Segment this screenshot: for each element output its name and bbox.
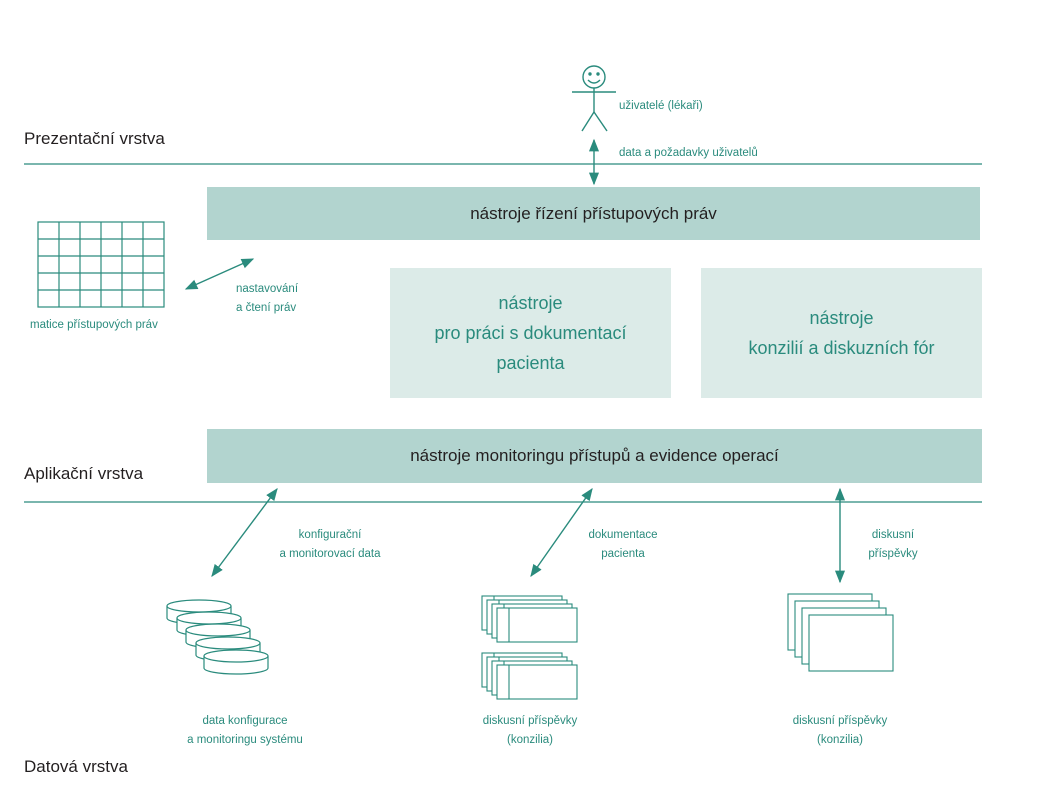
consilium-tools-box: nástroje konzilií a diskuzních fór [701, 268, 982, 398]
posts-store-label-b: diskusní příspěvky (konzilia) [770, 712, 910, 750]
config-arrow-label-line-2: a monitorovací data [279, 548, 381, 560]
discussion-arrow-label-line-1: diskusní [871, 529, 915, 541]
matrix-arrow-label-line-2: a čtení práv [236, 302, 297, 314]
documentation-arrow-label-line-1: dokumentace [588, 529, 658, 541]
discussion-pages-icon [787, 593, 894, 672]
config-arrow [211, 487, 278, 578]
documentation-tools-line-3: pacienta [496, 353, 565, 373]
matrix-arrow-label: nastavování a čtení práv [236, 280, 298, 318]
rights-tools-label: nástroje řízení přístupových práv [470, 203, 717, 223]
monitoring-tools-label: nástroje monitoringu přístupů a evidence… [410, 446, 779, 465]
documentation-arrow-label: dokumentace pacienta [578, 526, 668, 564]
data-layer-label: Datová vrstva [24, 757, 128, 776]
user-flow-label: data a požadavky uživatelů [619, 147, 758, 159]
matrix-label: matice přístupových práv [30, 319, 158, 331]
posts-store-label-a: diskusní příspěvky (konzilia) [460, 712, 600, 750]
config-arrow-label: konfigurační a monitorovací data [265, 526, 395, 564]
matrix-grid-icon [37, 221, 165, 308]
rights-tools-box: nástroje řízení přístupových práv [207, 187, 980, 240]
document-stack-icon [481, 595, 578, 643]
user-label: uživatelé (lékaři) [619, 100, 703, 112]
posts-store-label-a-line-2: (konzilia) [506, 734, 553, 746]
discussion-arrow-label-line-2: příspěvky [868, 548, 918, 560]
documentation-tools-line-2: pro práci s dokumentací [434, 323, 627, 343]
database-stack-icon [166, 599, 269, 675]
config-store-label: data konfigurace a monitoringu systému [160, 712, 330, 750]
config-arrow-label-line-1: konfigurační [298, 529, 362, 541]
config-store-label-line-1: data konfigurace [202, 715, 288, 727]
posts-store-label-a-line-1: diskusní příspěvky [482, 715, 578, 727]
matrix-arrow [184, 258, 255, 290]
presentation-layer-label: Prezentační vrstva [24, 129, 165, 148]
discussion-arrow-label: diskusní příspěvky [858, 526, 928, 564]
consilium-tools-line-1: nástroje [809, 308, 874, 328]
posts-store-label-b-line-1: diskusní příspěvky [792, 715, 888, 727]
posts-store-label-b-line-2: (konzilia) [816, 734, 863, 746]
config-store-label-line-2: a monitoringu systému [187, 734, 303, 746]
documentation-arrow-label-line-2: pacienta [601, 548, 645, 560]
monitoring-tools-box: nástroje monitoringu přístupů a evidence… [207, 429, 982, 483]
documentation-arrow [530, 487, 593, 578]
documentation-tools-box: nástroje pro práci s dokumentací pacient… [390, 268, 671, 398]
user-icon [572, 65, 616, 132]
documentation-tools-line-1: nástroje [498, 293, 563, 313]
application-layer-label: Aplikační vrstva [24, 464, 144, 483]
consilium-tools-line-2: konzilií a diskuzních fór [748, 338, 935, 358]
matrix-arrow-label-line-1: nastavování [236, 283, 299, 295]
document-stack-icon [481, 652, 578, 700]
